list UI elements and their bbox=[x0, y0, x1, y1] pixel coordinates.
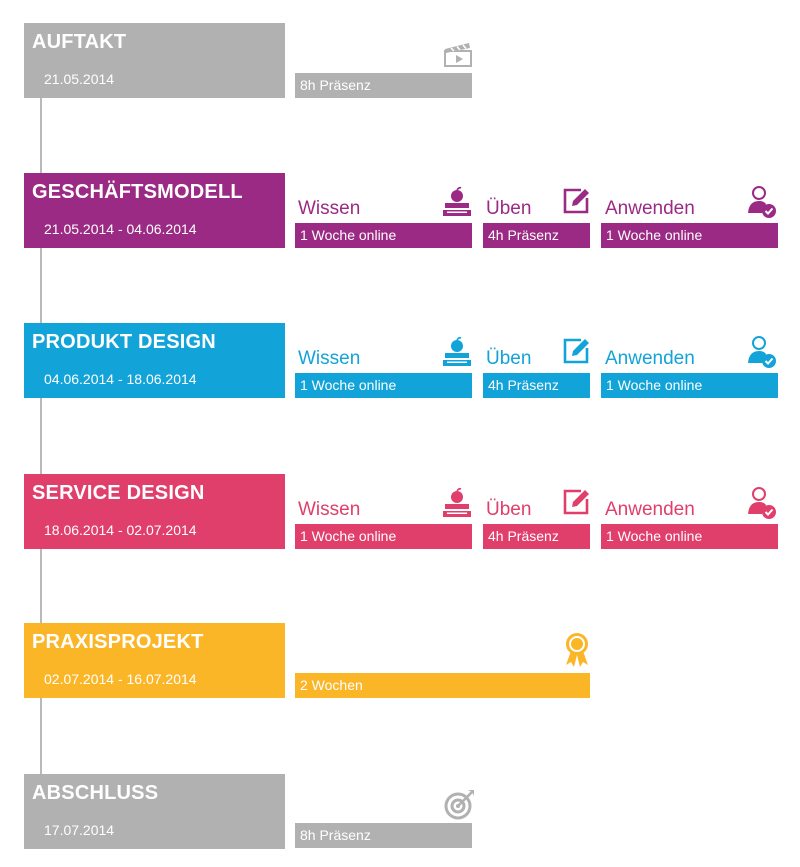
books-apple-icon bbox=[443, 186, 471, 216]
phase-date: 21.05.2014 - 04.06.2014 bbox=[44, 221, 197, 237]
phase-title: PRAXISPROJEKT bbox=[32, 631, 204, 653]
segment-label-anwenden: Anwenden bbox=[605, 499, 695, 520]
phase-date: 02.07.2014 - 16.07.2014 bbox=[44, 671, 197, 687]
clapperboard-icon bbox=[444, 43, 472, 67]
phase-header-auftakt: AUFTAKT 21.05.2014 bbox=[24, 23, 285, 98]
duration-bar: 4h Präsenz bbox=[483, 223, 590, 248]
timeline-line bbox=[40, 96, 42, 816]
phase-date: 17.07.2014 bbox=[44, 822, 115, 838]
duration-bar: 2 Wochen bbox=[295, 673, 590, 698]
segment-label-wissen: Wissen bbox=[298, 198, 361, 219]
duration-bar: 8h Präsenz bbox=[295, 823, 472, 848]
duration-bar: 4h Präsenz bbox=[483, 524, 590, 549]
target-arrow-icon bbox=[444, 790, 474, 820]
phase-header-geschaeftsmodell: GESCHÄFTSMODELL 21.05.2014 - 04.06.2014 bbox=[24, 173, 285, 248]
phase-title: ABSCHLUSS bbox=[32, 782, 159, 804]
segment-label-ueben: Üben bbox=[486, 198, 532, 219]
phase-header-produkt-design: PRODUKT DESIGN 04.06.2014 - 18.06.2014 bbox=[24, 323, 285, 398]
duration-bar: 1 Woche online bbox=[601, 223, 778, 248]
user-check-icon bbox=[748, 336, 776, 368]
phase-header-service-design: SERVICE DESIGN 18.06.2014 - 02.07.2014 bbox=[24, 474, 285, 549]
duration-bar: 1 Woche online bbox=[295, 524, 472, 549]
segment-label-wissen: Wissen bbox=[298, 499, 361, 520]
segment-label-ueben: Üben bbox=[486, 348, 532, 369]
duration-bar: 1 Woche online bbox=[601, 373, 778, 398]
duration-bar: 1 Woche online bbox=[295, 223, 472, 248]
edit-pencil-icon bbox=[563, 338, 589, 364]
books-apple-icon bbox=[443, 487, 471, 517]
books-apple-icon bbox=[443, 336, 471, 366]
award-ribbon-icon bbox=[566, 633, 588, 667]
phase-header-praxisprojekt: PRAXISPROJEKT 02.07.2014 - 16.07.2014 bbox=[24, 623, 285, 698]
phase-title: AUFTAKT bbox=[32, 31, 127, 53]
duration-bar: 4h Präsenz bbox=[483, 373, 590, 398]
phase-title: SERVICE DESIGN bbox=[32, 482, 205, 504]
segment-label-ueben: Üben bbox=[486, 499, 532, 520]
user-check-icon bbox=[748, 487, 776, 519]
edit-pencil-icon bbox=[563, 489, 589, 515]
edit-pencil-icon bbox=[563, 188, 589, 214]
phase-header-abschluss: ABSCHLUSS 17.07.2014 bbox=[24, 774, 285, 849]
duration-bar: 1 Woche online bbox=[601, 524, 778, 549]
duration-bar: 8h Präsenz bbox=[295, 73, 472, 98]
segment-label-anwenden: Anwenden bbox=[605, 198, 695, 219]
phase-title: GESCHÄFTSMODELL bbox=[32, 181, 243, 203]
user-check-icon bbox=[748, 186, 776, 218]
phase-title: PRODUKT DESIGN bbox=[32, 331, 216, 353]
phase-date: 04.06.2014 - 18.06.2014 bbox=[44, 371, 197, 387]
segment-label-anwenden: Anwenden bbox=[605, 348, 695, 369]
segment-label-wissen: Wissen bbox=[298, 348, 361, 369]
duration-bar: 1 Woche online bbox=[295, 373, 472, 398]
phase-date: 18.06.2014 - 02.07.2014 bbox=[44, 522, 197, 538]
phase-date: 21.05.2014 bbox=[44, 71, 115, 87]
